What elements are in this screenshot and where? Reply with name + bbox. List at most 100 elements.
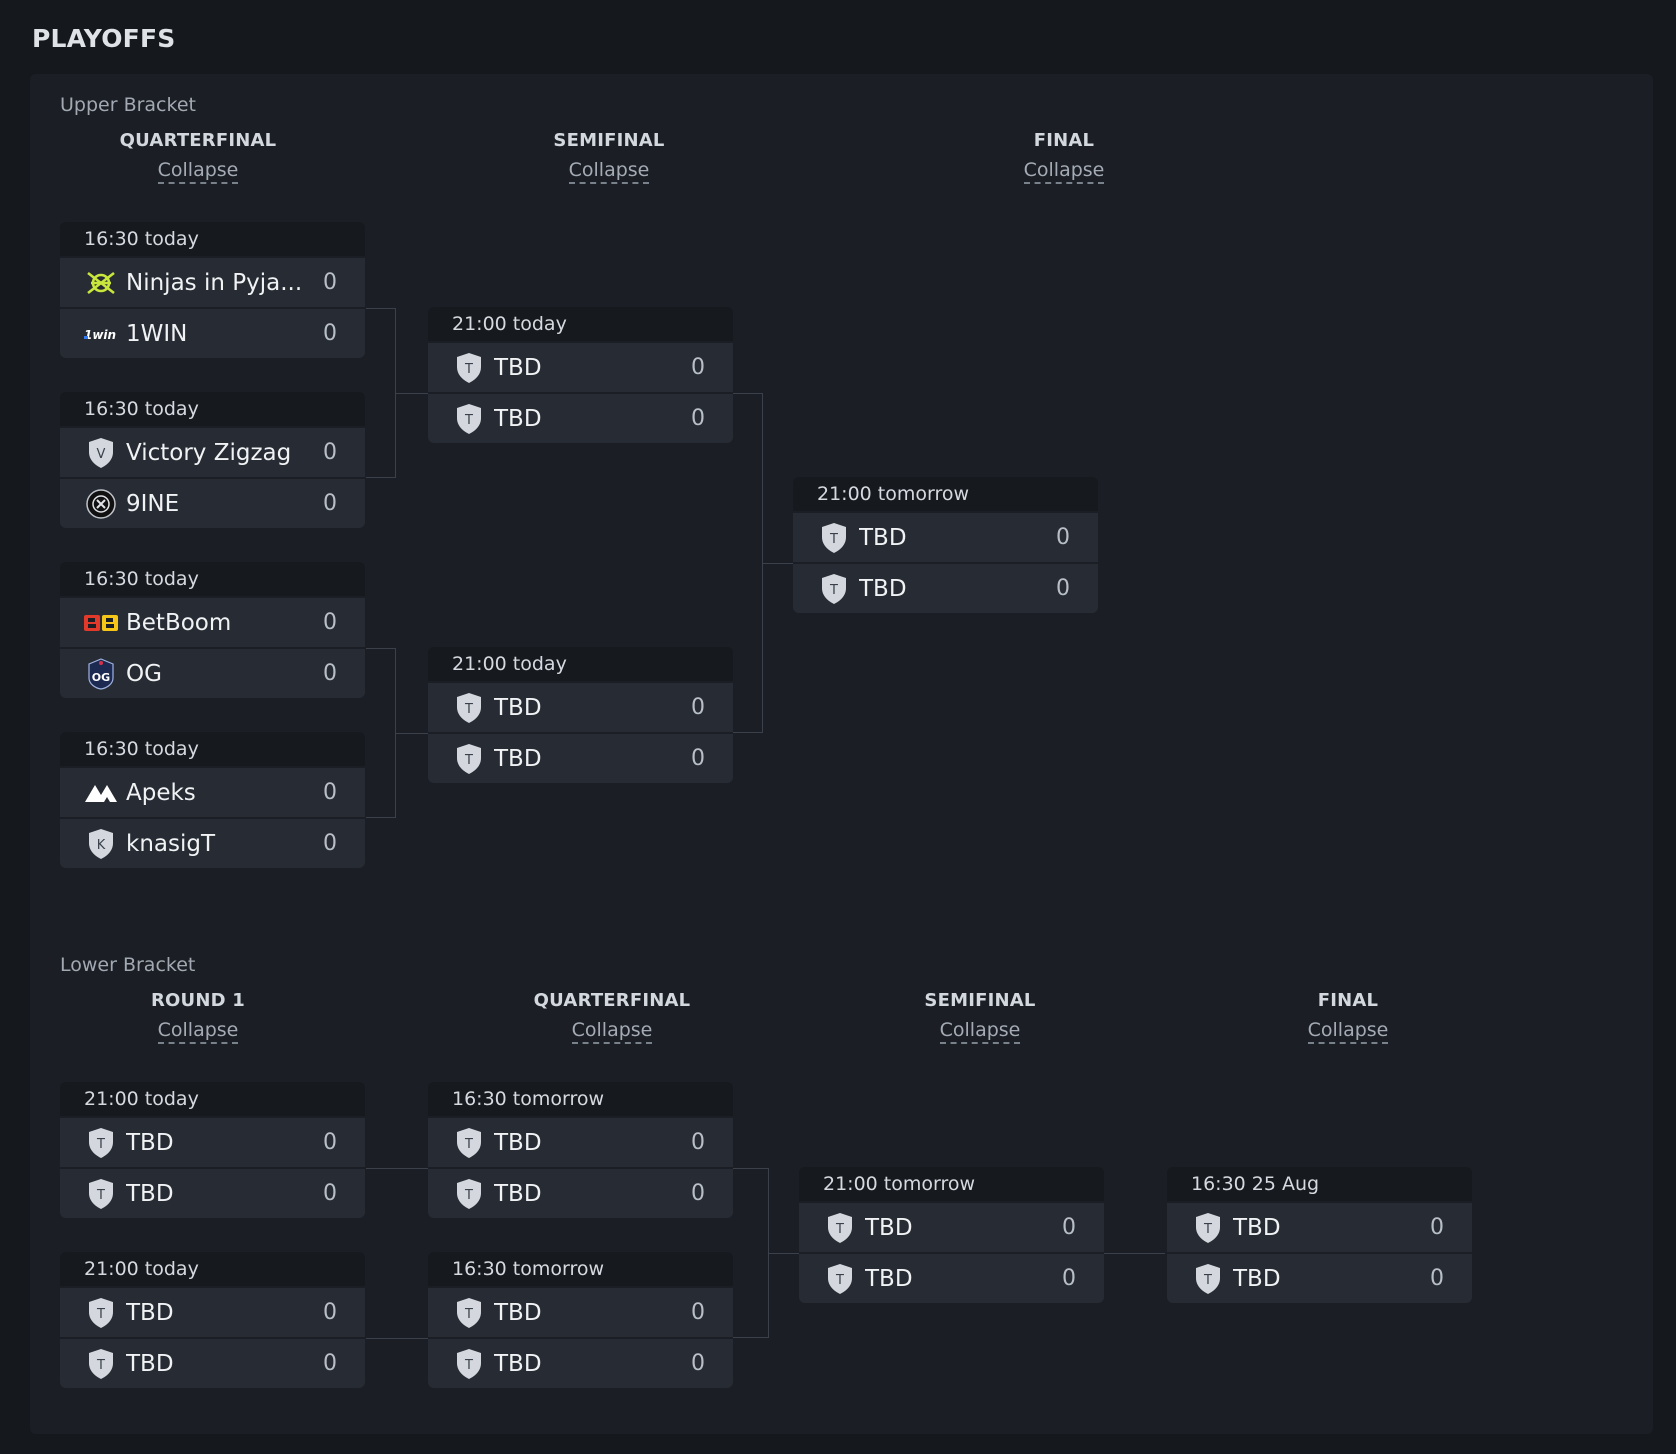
collapse-link[interactable]: Collapse	[157, 1019, 239, 1044]
match-time: 21:00 today	[60, 1082, 365, 1116]
shield-t-icon: T	[817, 572, 851, 606]
match-time: 21:00 today	[428, 647, 733, 681]
team-score: 0	[323, 610, 337, 635]
team-row[interactable]: T TBD 0	[428, 1167, 733, 1218]
betboom-logo-icon	[84, 606, 118, 640]
shield-t-icon: T	[452, 1126, 486, 1160]
team-name: TBD	[126, 1180, 174, 1207]
collapse-link[interactable]: Collapse	[568, 159, 650, 184]
team-name: TBD	[494, 1350, 542, 1377]
team-name: TBD	[494, 1299, 542, 1326]
match-card: 16:30 today Apeks 0 K knasigT 0	[60, 732, 365, 868]
shield-t-icon: T	[84, 1126, 118, 1160]
team-row[interactable]: T TBD 0	[428, 341, 733, 392]
bracket-connector	[366, 648, 396, 818]
shield-t-icon: T	[452, 1177, 486, 1211]
collapse-link[interactable]: Collapse	[1023, 159, 1105, 184]
column-title: ROUND 1	[151, 990, 245, 1011]
team-name: 9INE	[126, 490, 180, 517]
team-score: 0	[1062, 1215, 1076, 1240]
collapse-link[interactable]: Collapse	[157, 159, 239, 184]
team-row[interactable]: Ninjas in Pyja... 0	[60, 256, 365, 307]
lower-col-final: FINAL Collapse	[1198, 990, 1498, 1044]
shield-t-icon: T	[452, 351, 486, 385]
team-row[interactable]: 9INE 0	[60, 477, 365, 528]
collapse-link[interactable]: Collapse	[571, 1019, 653, 1044]
shield-t-icon: T	[452, 1296, 486, 1330]
collapse-link[interactable]: Collapse	[939, 1019, 1021, 1044]
nip-logo-icon	[84, 266, 118, 300]
match-card: 16:30 today V Victory Zigzag 0 9INE 0	[60, 392, 365, 528]
shield-t-icon: T	[817, 521, 851, 555]
team-row[interactable]: T TBD 0	[793, 562, 1098, 613]
team-score: 0	[323, 321, 337, 346]
team-row[interactable]: T TBD 0	[793, 511, 1098, 562]
team-score: 0	[323, 1181, 337, 1206]
shield-t-icon: T	[1191, 1211, 1225, 1245]
match-time: 16:30 25 Aug	[1167, 1167, 1472, 1201]
team-row[interactable]: T TBD 0	[428, 681, 733, 732]
upper-bracket-label: Upper Bracket	[60, 94, 196, 116]
team-name: TBD	[865, 1265, 913, 1292]
bracket-connector	[366, 1168, 428, 1169]
match-time: 21:00 tomorrow	[799, 1167, 1104, 1201]
column-title: QUARTERFINAL	[119, 130, 277, 151]
team-row[interactable]: K knasigT 0	[60, 817, 365, 868]
svg-text:T: T	[464, 1188, 473, 1203]
team-row[interactable]: T TBD 0	[428, 1337, 733, 1388]
lower-bracket-label: Lower Bracket	[60, 954, 196, 976]
team-name: BetBoom	[126, 609, 232, 636]
svg-text:T: T	[464, 413, 473, 428]
team-score: 0	[323, 1351, 337, 1376]
shield-t-icon: T	[84, 1296, 118, 1330]
team-row[interactable]: T TBD 0	[60, 1167, 365, 1218]
team-row[interactable]: T TBD 0	[1167, 1252, 1472, 1303]
team-row[interactable]: Apeks 0	[60, 766, 365, 817]
team-name: TBD	[126, 1299, 174, 1326]
team-row[interactable]: T TBD 0	[1167, 1201, 1472, 1252]
column-title: FINAL	[1033, 130, 1095, 151]
team-name: TBD	[494, 745, 542, 772]
team-row[interactable]: T TBD 0	[428, 1116, 733, 1167]
upper-col-quarterfinal: QUARTERFINAL Collapse	[48, 130, 348, 184]
team-score: 0	[691, 406, 705, 431]
team-row[interactable]: T TBD 0	[428, 732, 733, 783]
match-card: 21:00 today T TBD 0 T TBD 0	[60, 1252, 365, 1388]
column-title: SEMIFINAL	[924, 990, 1036, 1011]
bracket-connector	[733, 393, 763, 733]
team-score: 0	[323, 780, 337, 805]
team-row[interactable]: T TBD 0	[799, 1201, 1104, 1252]
team-row[interactable]: V Victory Zigzag 0	[60, 426, 365, 477]
shield-t-icon: T	[1191, 1262, 1225, 1296]
team-score: 0	[691, 1300, 705, 1325]
collapse-link[interactable]: Collapse	[1307, 1019, 1389, 1044]
team-row[interactable]: BetBoom 0	[60, 596, 365, 647]
playoffs-panel: Upper Bracket QUARTERFINAL Collapse SEMI…	[30, 74, 1653, 1434]
svg-text:T: T	[835, 1273, 844, 1288]
team-name: TBD	[126, 1350, 174, 1377]
team-row[interactable]: OG OG 0	[60, 647, 365, 698]
match-card: 16:30 25 Aug T TBD 0 T TBD 0	[1167, 1167, 1472, 1303]
lower-col-semifinal: SEMIFINAL Collapse	[830, 990, 1130, 1044]
team-row[interactable]: T TBD 0	[60, 1337, 365, 1388]
team-name: TBD	[494, 1129, 542, 1156]
team-row[interactable]: T TBD 0	[60, 1286, 365, 1337]
9ine-logo-icon	[84, 487, 118, 521]
shield-t-icon: T	[84, 1177, 118, 1211]
svg-text:1win: 1win	[84, 328, 116, 342]
shield-t-icon: T	[452, 402, 486, 436]
lower-col-round1: ROUND 1 Collapse	[48, 990, 348, 1044]
svg-text:V: V	[97, 447, 106, 462]
page-title: PLAYOFFS	[32, 24, 176, 53]
team-row[interactable]: T TBD 0	[428, 392, 733, 443]
team-row[interactable]: T TBD 0	[60, 1116, 365, 1167]
team-row[interactable]: 1win 1WIN 0	[60, 307, 365, 358]
team-name: TBD	[494, 354, 542, 381]
team-row[interactable]: T TBD 0	[428, 1286, 733, 1337]
team-name: Apeks	[126, 779, 196, 806]
team-row[interactable]: T TBD 0	[799, 1252, 1104, 1303]
team-score: 0	[691, 1181, 705, 1206]
team-name: TBD	[494, 1180, 542, 1207]
match-time: 21:00 today	[428, 307, 733, 341]
svg-text:T: T	[1203, 1222, 1212, 1237]
